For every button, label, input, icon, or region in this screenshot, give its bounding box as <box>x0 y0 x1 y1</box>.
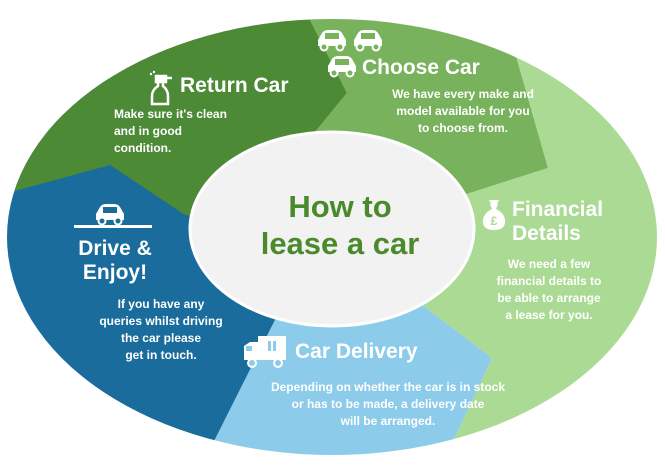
return-car-desc-line: condition. <box>114 141 172 155</box>
drive-enjoy-desc-line: the car please <box>120 331 202 345</box>
delivery-truck-icon <box>244 336 286 368</box>
financial-details-title-line: Details <box>512 222 581 245</box>
center-title: How to lease a car <box>220 188 460 262</box>
return-car-title: Return Car <box>180 74 289 97</box>
segment-financial-details <box>332 19 657 455</box>
return-car-desc-line: Make sure it's clean <box>114 107 227 121</box>
car-delivery-description: Depending on whether the car is in stock… <box>238 379 538 430</box>
svg-text:£: £ <box>491 214 498 228</box>
financial-details-description: We need a few financial details to be ab… <box>474 256 624 324</box>
cars-icon <box>318 30 382 78</box>
financial-details-title: Financial Details <box>512 198 603 246</box>
drive-enjoy-desc-line: queries whilst driving <box>99 314 223 328</box>
financial-details-desc-line: be able to arrange <box>497 291 601 305</box>
car-delivery-desc-line: or has to be made, a delivery date <box>291 397 485 411</box>
drive-enjoy-title: Drive & Enjoy! <box>60 237 170 285</box>
segment-car-delivery <box>200 237 492 455</box>
choose-car-desc-line: model available for you <box>396 104 530 118</box>
center-title-line-1: How to <box>288 189 392 224</box>
drive-enjoy-title-line: Drive & <box>78 237 152 260</box>
financial-details-desc-line: a lease for you. <box>505 308 593 322</box>
car-delivery-desc-line: Depending on whether the car is in stock <box>270 380 506 394</box>
return-car-desc-line: and in good <box>114 124 182 138</box>
drive-enjoy-title-line: Enjoy! <box>82 261 148 284</box>
choose-car-desc-line: to choose from. <box>417 121 508 135</box>
financial-details-desc-line: We need a few <box>507 257 591 271</box>
drive-enjoy-desc-line: If you have any <box>117 297 205 311</box>
choose-car-description: We have every make and model available f… <box>358 86 568 137</box>
financial-details-desc-line: financial details to <box>496 274 602 288</box>
money-bag-icon: £ <box>482 200 506 230</box>
center-title-line-2: lease a car <box>260 226 420 261</box>
drive-enjoy-desc-line: get in touch. <box>125 348 197 362</box>
choose-car-desc-line: We have every make and <box>392 87 534 101</box>
choose-car-title: Choose Car <box>362 56 480 79</box>
car-on-road-icon <box>74 204 152 228</box>
return-car-description: Make sure it's clean and in good conditi… <box>114 106 264 157</box>
car-delivery-title: Car Delivery <box>295 340 418 363</box>
spray-bottle-icon <box>149 70 172 106</box>
center-ellipse <box>188 130 476 328</box>
financial-details-title-line: Financial <box>512 198 604 221</box>
drive-enjoy-description: If you have any queries whilst driving t… <box>76 296 246 364</box>
car-delivery-desc-line: will be arranged. <box>340 414 436 428</box>
